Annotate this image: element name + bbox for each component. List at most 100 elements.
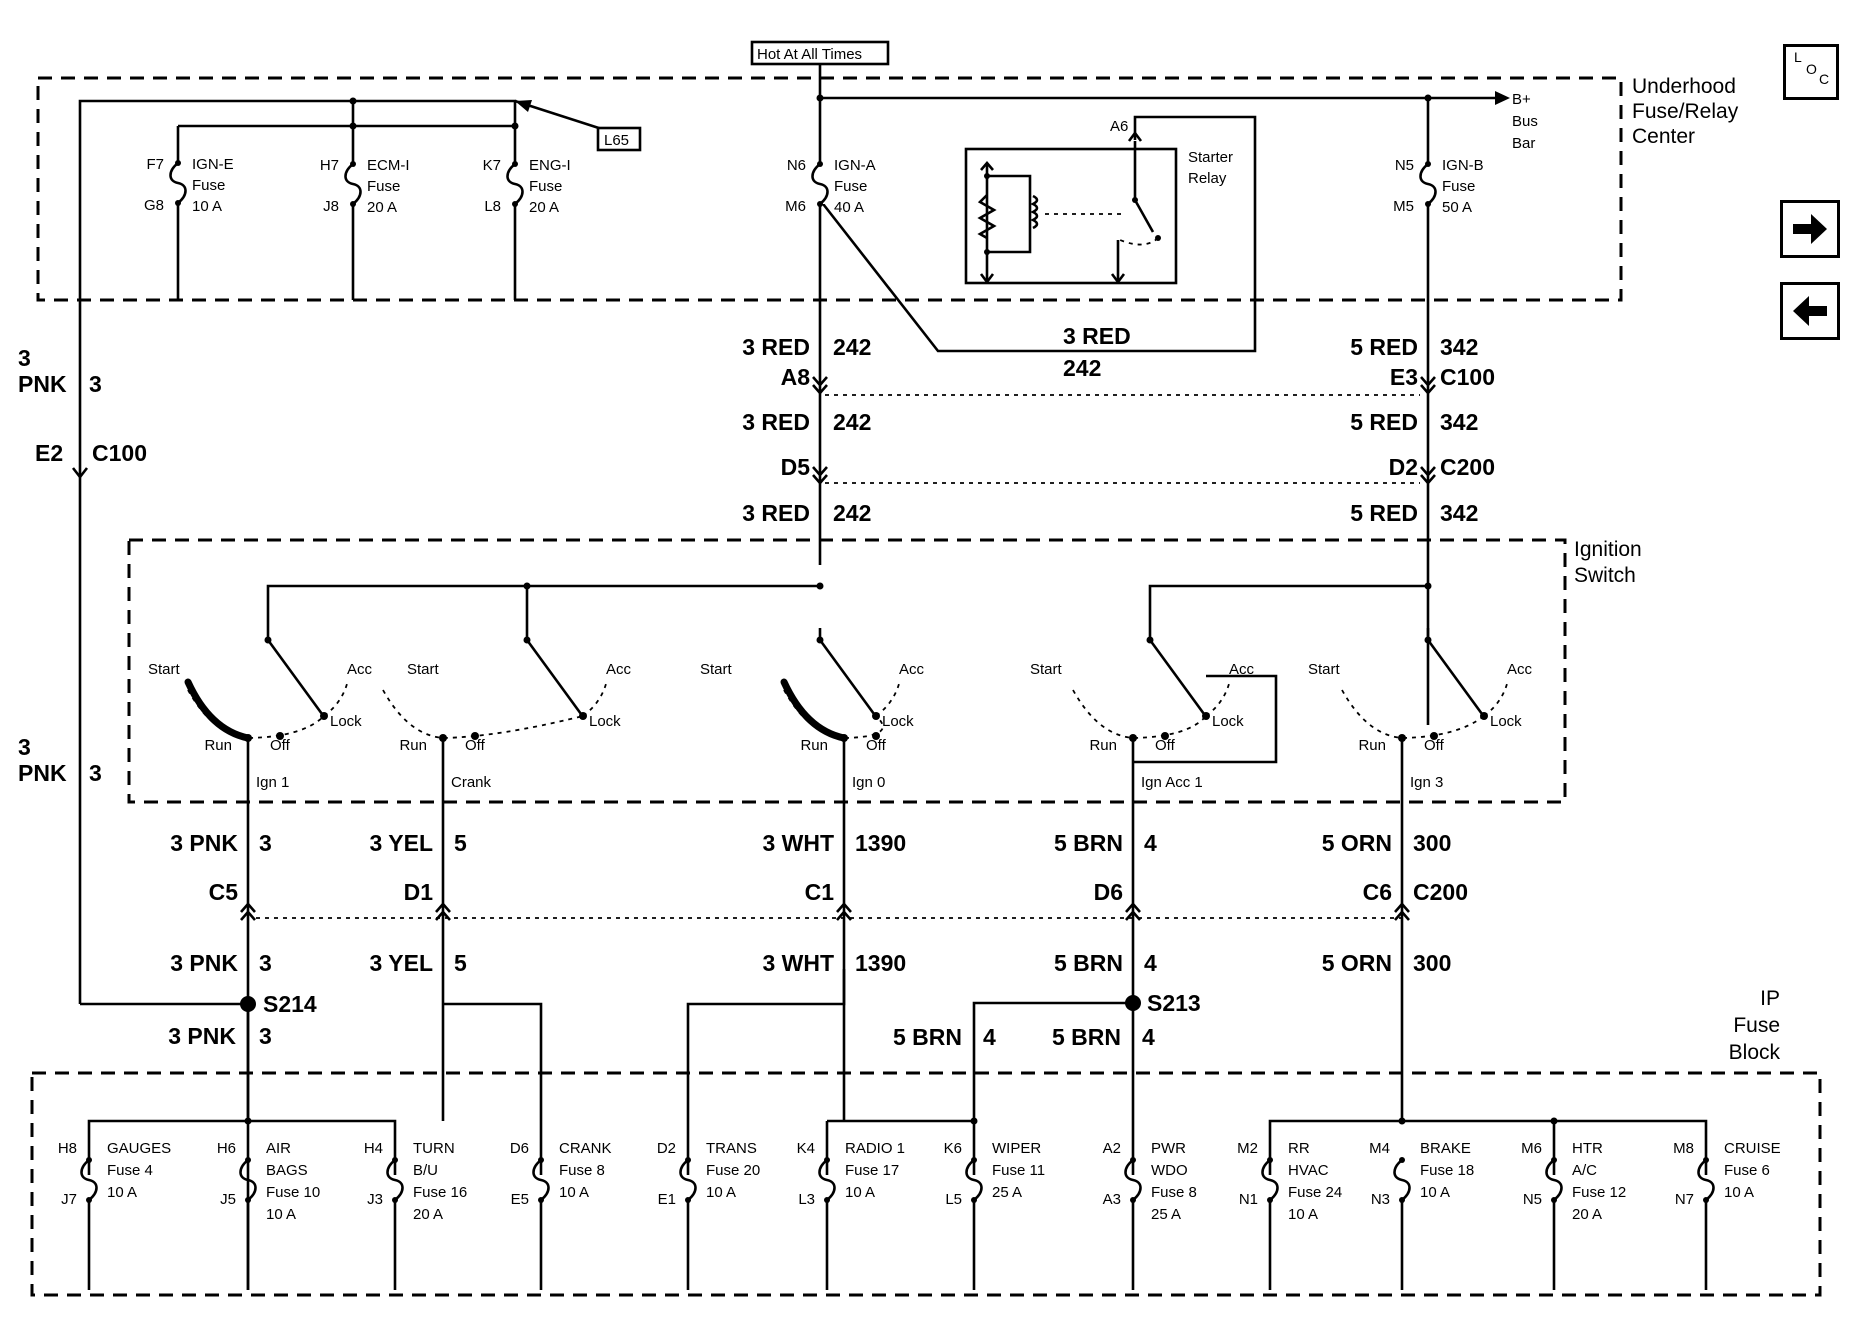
switch-run-label: Run — [800, 737, 828, 754]
uh-fuse-bottom-pin: G8 — [144, 197, 164, 214]
pnk-below-num: 3 — [259, 1023, 272, 1049]
uh-fuse-bottom-pin: M6 — [785, 198, 806, 215]
ip-fuse-line-2: B/U — [413, 1162, 438, 1179]
fuse-symbol — [169, 161, 187, 205]
ip-fuse-line-2: WDO — [1151, 1162, 1188, 1179]
circuit-color-label: 5 ORN — [1322, 830, 1392, 856]
switch-start-label: Start — [407, 661, 440, 678]
connector-pin-label: D1 — [404, 879, 434, 905]
circuit-color-label: 3 PNK — [170, 830, 238, 856]
circuit-number-label: 5 — [454, 830, 467, 856]
fuse-symbol — [506, 162, 524, 206]
red-starter: 3 RED — [1063, 323, 1131, 349]
connector-pin-label: C1 — [805, 879, 835, 905]
red-starter-num: 242 — [1063, 355, 1101, 381]
ip-fuse-line-2: BAGS — [266, 1162, 308, 1179]
pnk-mid-size: 3 — [18, 734, 31, 760]
ip-fuse-line-3: 10 A — [1724, 1184, 1754, 1201]
ip-fuse-line-2: A/C — [1572, 1162, 1597, 1179]
fuse-symbol — [1393, 1158, 1411, 1202]
forward-button[interactable] — [1780, 200, 1840, 258]
underhood-title-2: Fuse/Relay — [1632, 100, 1739, 123]
ip-fuse-bottom-pin: N7 — [1675, 1191, 1694, 1208]
fuse-symbol — [1419, 162, 1437, 206]
ip-fuse-name: BRAKE — [1420, 1140, 1471, 1157]
ip-fuse-line-2: Fuse 17 — [845, 1162, 899, 1179]
fuse-symbol — [1697, 1158, 1715, 1202]
uh-fuse-label: Fuse — [367, 178, 400, 195]
ip-fuse-line-2: Fuse 20 — [706, 1162, 760, 1179]
red-a3-num: 242 — [833, 500, 871, 526]
ip-fuse-name: RADIO 1 — [845, 1140, 905, 1157]
uh-fuse-rating: 20 A — [529, 199, 559, 216]
underhood-title-3: Center — [1632, 125, 1695, 148]
ip-fuse-line-3: 10 A — [559, 1184, 589, 1201]
ip-fuse-line-2: Fuse 6 — [1724, 1162, 1770, 1179]
brn-right-num: 4 — [1142, 1024, 1155, 1050]
switch-output-label: Ign Acc 1 — [1141, 774, 1203, 791]
s214-label: S214 — [263, 991, 317, 1017]
ip-fuse-line-3: Fuse 16 — [413, 1184, 467, 1201]
circuit-number-label: 300 — [1413, 830, 1451, 856]
starter-label-2: Relay — [1188, 170, 1227, 187]
ip-fuse-top-pin: K4 — [797, 1140, 815, 1157]
uh-fuse-name: ECM-I — [367, 157, 410, 174]
switch-start-label: Start — [1030, 661, 1063, 678]
red-a2-num: 242 — [833, 409, 871, 435]
fuse-symbol — [965, 1158, 983, 1202]
circuit-number-label-2: 3 — [259, 950, 272, 976]
ip-fuse-line-4: 20 A — [1572, 1206, 1602, 1223]
red-b2-num: 342 — [1440, 409, 1478, 435]
ip-fuse-top-pin: K6 — [944, 1140, 962, 1157]
switch-acc-label: Acc — [899, 661, 925, 678]
uh-fuse-bottom-pin: M5 — [1393, 198, 1414, 215]
ip-fuse-line-3: 10 A — [1420, 1184, 1450, 1201]
left-arrow-icon — [1793, 296, 1827, 326]
switch-lock-label: Lock — [1490, 713, 1522, 730]
uh-fuse-label: Fuse — [834, 178, 867, 195]
ip-fuse-line-2: Fuse 8 — [559, 1162, 605, 1179]
ip-fuse-line-2: Fuse 4 — [107, 1162, 153, 1179]
ip-fuse-line-3: 10 A — [706, 1184, 736, 1201]
ip-fuse-top-pin: H8 — [58, 1140, 77, 1157]
s213-label: S213 — [1147, 990, 1201, 1016]
ip-fuse-top-pin: A2 — [1103, 1140, 1121, 1157]
d2-label: D2 — [1389, 454, 1418, 480]
starter-label-1: Starter — [1188, 149, 1233, 166]
e3-label: E3 — [1390, 364, 1418, 390]
starter-pin: A6 — [1110, 118, 1128, 135]
ip-fuse-name: WIPER — [992, 1140, 1041, 1157]
circuit-number-label: 1390 — [855, 830, 906, 856]
ip-fuse-line-2: Fuse 18 — [1420, 1162, 1474, 1179]
ip-fuse-name: PWR — [1151, 1140, 1186, 1157]
locator-button[interactable]: L O C — [1783, 44, 1839, 100]
ip-fuse-line-2: HVAC — [1288, 1162, 1329, 1179]
pnk-top-color: PNK — [18, 371, 67, 397]
e2-label: E2 — [35, 440, 63, 466]
pnk-top-size: 3 — [18, 345, 31, 371]
uh-fuse-rating: 40 A — [834, 199, 864, 216]
ip-fuse-line-3: Fuse 24 — [1288, 1184, 1342, 1201]
fuse-symbol — [386, 1158, 404, 1202]
uh-fuse-name: IGN-A — [834, 157, 876, 174]
uh-fuse-top-pin: N5 — [1395, 157, 1414, 174]
red-a3: 3 RED — [742, 500, 810, 526]
uh-fuse-rating: 20 A — [367, 199, 397, 216]
ip-fuse-line-4: 10 A — [1288, 1206, 1318, 1223]
brn-left: 5 BRN — [893, 1024, 962, 1050]
ip-fuse-name: HTR — [1572, 1140, 1603, 1157]
circuit-number-label: 3 — [259, 830, 272, 856]
back-button[interactable] — [1780, 282, 1840, 340]
switch-lock-label: Lock — [589, 713, 621, 730]
loc-letter-c: C — [1819, 71, 1830, 87]
switch-acc-label: Acc — [347, 661, 373, 678]
switch-start-label: Start — [1308, 661, 1341, 678]
connector-label: C200 — [1413, 879, 1468, 905]
brn-right: 5 BRN — [1052, 1024, 1121, 1050]
pnk-mid-num: 3 — [89, 760, 102, 786]
connector-pin-label: C6 — [1363, 879, 1392, 905]
uh-fuse-rating: 50 A — [1442, 199, 1472, 216]
switch-off-label: Off — [1424, 737, 1445, 754]
ip-fuse-line-3: 10 A — [107, 1184, 137, 1201]
switch-off-label: Off — [1155, 737, 1176, 754]
